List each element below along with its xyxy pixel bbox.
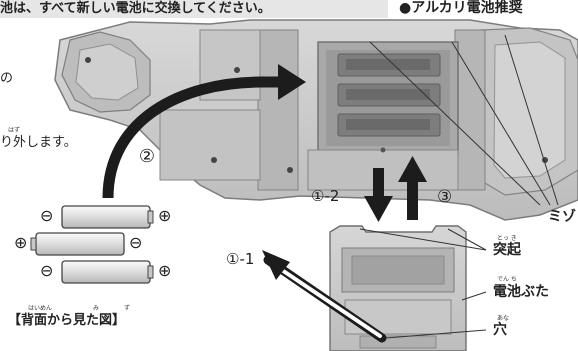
battery3-plus-icon: ⊕ [158,261,172,280]
down-arrow-1-2 [364,168,393,222]
label-denchi-buta-ruby: でん ち [497,276,517,283]
device-body [54,19,578,221]
label-denchi-buta: 電池ぶた [493,284,549,300]
caption-ruby-2: み [93,305,100,312]
label-tokki: 突起 [493,242,521,258]
step-1-2-marker: ①-2 [311,187,340,205]
compartment-slots [337,53,441,137]
label-ana: 穴 [493,322,507,338]
battery2-minus-icon: ⊖ [129,233,143,252]
batteries [30,205,154,284]
left-text-line2: り外します。 [0,135,77,150]
step-2-marker: ② [137,146,157,167]
label-tokki-ruby: とっ き [497,235,517,242]
battery1-minus-icon: ⊖ [40,206,54,225]
caption-ruby-3: ず [124,305,131,312]
coin-tool [262,250,387,343]
left-text-line1: の [0,71,14,86]
label-leader-lines [359,228,487,339]
battery1-plus-icon: ⊕ [158,206,172,225]
battery-cover [329,225,467,351]
figure-caption: 【背面から見た図】 [8,313,126,328]
up-arrow-3 [398,156,427,220]
step-3-marker: ③ [437,187,453,207]
curved-arrow-2 [102,64,306,199]
label-ana-ruby: あな [497,315,510,322]
header-notice: 池は、すべて新しい電池に交換してください。 [0,0,388,18]
battery-type-note: ●アルカリ電池推奨 [399,0,523,16]
caption-ruby-1: はいめん [28,305,53,312]
label-mizo: ミゾ [548,209,576,225]
battery3-minus-icon: ⊖ [40,261,54,280]
step-1-1-marker: ①-1 [226,250,255,268]
battery2-plus-icon: ⊕ [14,233,28,252]
left-text-ruby: はず [8,127,21,134]
mizo-leader-lines [369,34,559,206]
